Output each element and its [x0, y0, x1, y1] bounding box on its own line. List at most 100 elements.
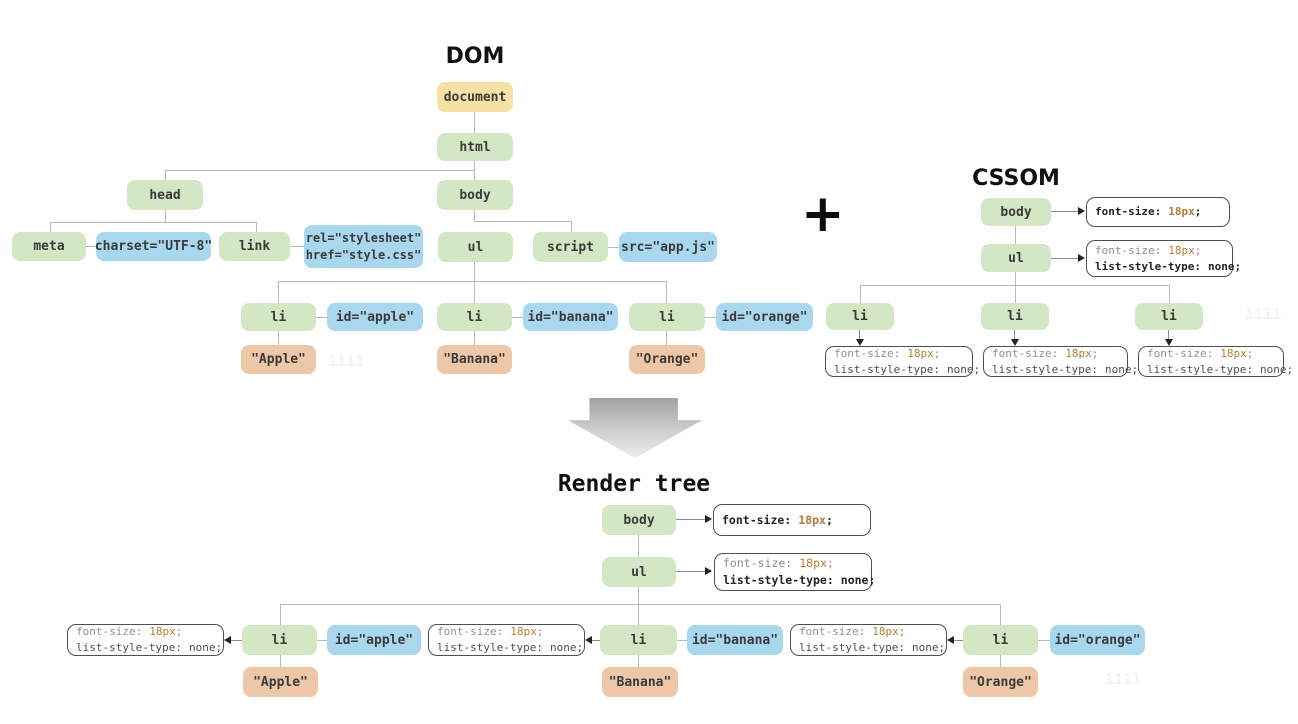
dom-node-document: document	[437, 82, 513, 112]
rule-line: font-size:18px;	[834, 346, 941, 360]
dom-attr-li-apple: id="apple"	[327, 303, 423, 331]
connector-line	[280, 655, 281, 667]
connector-line	[860, 285, 861, 303]
rule-line: list-style-type:none;	[799, 641, 946, 654]
plus-sign: +	[801, 184, 845, 244]
render-ul-rules: font-size:18px; list-style-type:none;	[714, 553, 875, 591]
connector-line	[165, 210, 166, 222]
render-li-rules-3: font-size:18px; list-style-type:none;	[790, 624, 947, 656]
render-node-ul: ul	[602, 557, 676, 587]
dom-node-li-2: li	[437, 303, 512, 331]
connector-line	[1015, 226, 1016, 244]
arrow-right-icon	[705, 515, 712, 523]
render-attr-li-orange: id="orange"	[1050, 625, 1145, 655]
arrow-line	[231, 640, 242, 641]
rule-line: list-style-type:none;	[76, 641, 223, 654]
render-node-body: body	[602, 505, 676, 535]
render-attr-li-apple: id="apple"	[327, 625, 421, 655]
render-tree-title: Render tree	[557, 471, 711, 497]
arrow-line	[1051, 211, 1080, 212]
dom-node-ul: ul	[438, 232, 513, 262]
connector-line	[290, 246, 304, 247]
render-text-banana: "Banana"	[602, 667, 678, 697]
cssom-title: CSSOM	[972, 166, 1060, 191]
rule-line: list-style-type:none;	[1095, 259, 1242, 273]
connector-line	[474, 210, 475, 221]
render-li-rules-2: font-size:18px; list-style-type:none;	[428, 624, 585, 656]
dom-attr-li-orange: id="orange"	[716, 303, 813, 331]
connector-line	[474, 281, 475, 303]
cssom-li-rules-2: font-size:18px; list-style-type:none;	[983, 346, 1139, 377]
dom-title: DOM	[445, 44, 505, 69]
connector-line	[474, 262, 475, 281]
connector-line	[1015, 285, 1016, 303]
rule-line: font-size:18px;	[723, 556, 834, 571]
render-text-apple: "Apple"	[243, 667, 318, 697]
cssom-li-rules-1: font-size:18px; list-style-type:none;	[825, 346, 980, 377]
rule-line: list-style-type:none;	[437, 641, 584, 654]
arrow-line	[592, 640, 600, 641]
arrow-left-icon	[224, 636, 231, 644]
rule-line: font-size:18px;	[437, 625, 544, 639]
render-text-orange: "Orange"	[963, 667, 1038, 697]
arrow-line	[676, 571, 707, 572]
connector-line	[165, 170, 166, 180]
rule-line: list-style-type:none;	[1147, 362, 1294, 376]
connector-line	[278, 281, 667, 282]
rule-line: list-style-type:none;	[992, 362, 1139, 376]
connector-line	[1038, 640, 1050, 641]
connector-line	[256, 222, 257, 232]
dom-text-banana: "Banana"	[437, 345, 512, 374]
connector-line	[705, 317, 716, 318]
dom-attr-li-banana: id="banana"	[523, 303, 618, 331]
connector-line	[278, 281, 279, 303]
watermark: 1111	[328, 352, 365, 370]
dom-node-meta: meta	[12, 232, 86, 261]
arrow-line	[1168, 330, 1169, 340]
connector-line	[50, 222, 256, 223]
connector-line	[677, 640, 687, 641]
arrow-left-icon	[947, 636, 954, 644]
connector-line	[474, 221, 572, 222]
arrow-down-icon	[856, 339, 864, 346]
dom-node-html: html	[437, 133, 513, 161]
connector-line	[638, 604, 639, 625]
connector-line	[638, 587, 639, 604]
dom-attr-link: rel="stylesheet" href="style.css"	[304, 225, 423, 268]
rule-line: font-size:18px;	[76, 625, 183, 639]
watermark: 1111	[1245, 305, 1282, 323]
render-attr-li-banana: id="banana"	[687, 625, 783, 655]
arrow-right-icon	[1078, 207, 1085, 215]
connector-line	[638, 655, 639, 667]
dom-node-link: link	[219, 232, 290, 261]
dom-node-li-1: li	[241, 303, 316, 331]
connector-line	[1000, 604, 1001, 625]
connector-line	[50, 222, 51, 232]
arrow-line	[1051, 258, 1080, 259]
cssom-ul-rules: font-size:18px; list-style-type:none;	[1086, 240, 1242, 277]
cssom-li-rules-3: font-size:18px; list-style-type:none;	[1138, 346, 1294, 377]
arrow-line	[676, 519, 707, 520]
dom-node-li-3: li	[629, 303, 705, 331]
connector-line	[280, 604, 1001, 605]
connector-line	[86, 246, 96, 247]
render-node-li-2: li	[600, 625, 677, 655]
link-href-attr: href="style.css"	[305, 247, 422, 262]
rule-line: font-size:18px;	[1095, 243, 1202, 257]
connector-line	[571, 221, 572, 232]
connector-line	[1015, 272, 1016, 285]
dom-node-body: body	[437, 180, 513, 210]
connector-line	[474, 112, 475, 133]
connector-line	[280, 604, 281, 625]
connector-line	[1000, 655, 1001, 667]
dom-text-orange: "Orange"	[629, 345, 705, 374]
rule-line: font-size:18px;	[1147, 346, 1254, 360]
connector-line	[316, 317, 327, 318]
link-rel-attr: rel="stylesheet"	[305, 231, 422, 246]
render-body-rules: font-size:18px;	[713, 504, 871, 536]
connector-line	[317, 640, 327, 641]
dom-text-apple: "Apple"	[241, 345, 316, 374]
arrow-down-icon	[1165, 339, 1173, 346]
connector-line	[165, 170, 475, 171]
